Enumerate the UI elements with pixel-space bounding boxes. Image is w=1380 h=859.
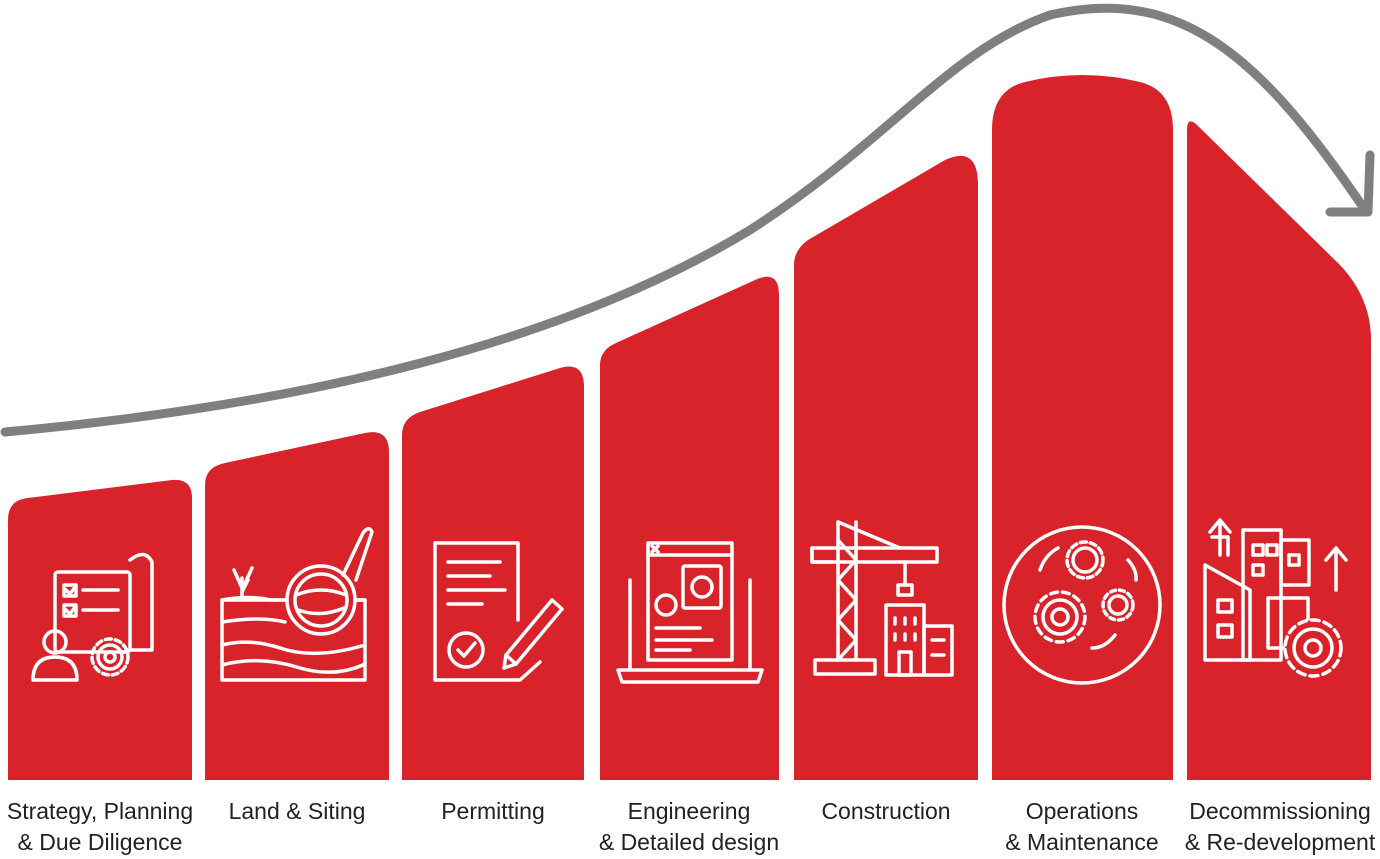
stage-label-land: Land & Siting — [197, 796, 397, 827]
stage-label-permitting: Permitting — [393, 796, 593, 827]
stage-label-line: Operations — [1025, 798, 1139, 824]
stage-bar-3 — [402, 366, 584, 780]
stage-label-line: Construction — [821, 798, 951, 824]
stage-label-line: Decommissioning — [1189, 798, 1371, 824]
stage-label-line: & Maintenance — [1005, 829, 1159, 855]
gears-cycle-icon — [1002, 525, 1162, 685]
stage-bar-5 — [794, 155, 978, 781]
stage-label-line: Engineering — [627, 798, 751, 824]
lifecycle-arc-arrow — [0, 3, 1375, 437]
buildings-gear-icon — [1203, 518, 1348, 678]
stage-bar-1 — [8, 479, 192, 780]
stage-label-line: & Re-development — [1184, 829, 1376, 855]
stage-bar-4 — [600, 276, 779, 780]
arc-curve — [0, 3, 1370, 437]
laptop-blueprint-icon — [616, 541, 764, 684]
stage-label-operations: Operations & Maintenance — [982, 796, 1182, 858]
stage-bar-6 — [992, 75, 1173, 780]
stage-label-line: & Detailed design — [598, 829, 780, 855]
stage-label-decommissioning: Decommissioning & Re-development — [1180, 796, 1380, 858]
soil-magnifier-icon — [220, 527, 374, 682]
stage-label-engineering: Engineering & Detailed design — [589, 796, 789, 858]
checklist-person-gear-icon — [31, 552, 154, 682]
stage-label-construction: Construction — [786, 796, 986, 827]
stage-label-line: Strategy, Planning — [6, 798, 194, 824]
stage-label-line: Land & Siting — [228, 798, 366, 824]
stage-bars — [8, 75, 1371, 781]
stage-label-line: & Due Diligence — [17, 829, 183, 855]
stage-label-line: Permitting — [441, 798, 545, 824]
arrow-head-icon — [1325, 150, 1375, 217]
stage-bar-7 — [1187, 121, 1371, 781]
stage-label-strategy: Strategy, Planning & Due Diligence — [0, 796, 200, 858]
crane-building-icon — [810, 520, 954, 677]
approved-document-icon — [433, 541, 564, 682]
